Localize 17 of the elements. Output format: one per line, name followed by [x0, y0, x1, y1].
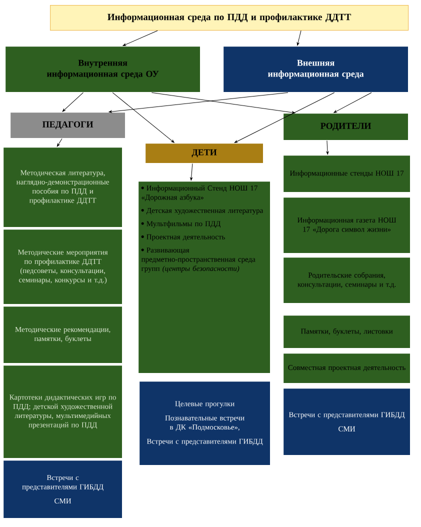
title-box: Информационная среда по ПДД и профилактике ДДТТ	[50, 5, 409, 31]
arrow	[122, 30, 158, 46]
arrow	[62, 92, 84, 112]
arrow	[296, 30, 302, 46]
category-box: ДЕТИ	[145, 143, 264, 164]
arrow	[56, 138, 62, 147]
arrow	[112, 92, 174, 143]
category-box: ПЕДАГОГИ	[10, 112, 126, 139]
arrow	[326, 140, 329, 155]
arrow	[234, 92, 335, 143]
arrow	[108, 92, 288, 113]
section-box: Внутренняя информационная среда ОУ	[5, 46, 201, 93]
arrow	[151, 92, 296, 114]
arrow	[334, 92, 372, 113]
arrow	[190, 163, 193, 181]
category-box: РОДИТЕЛИ	[283, 113, 409, 141]
section-box: Внешняя информационная среда	[223, 46, 409, 93]
